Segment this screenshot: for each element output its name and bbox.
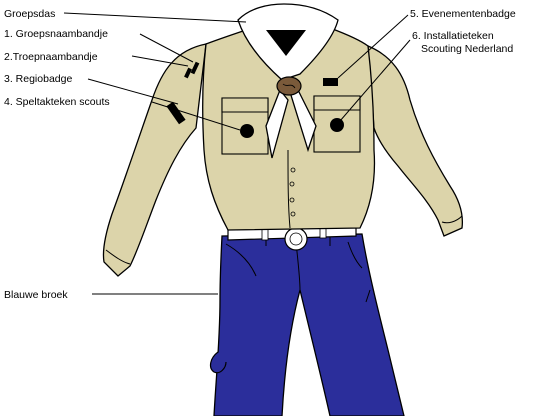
label-evenementenbadge: 5. Evenementenbadge — [410, 8, 516, 20]
label-troepnaambandje: 2.Troepnaambandje — [4, 51, 98, 63]
left-sleeve — [103, 44, 206, 276]
label-installatieteken-line1: 6. Installatieteken — [412, 30, 494, 42]
belt-buckle — [285, 228, 307, 250]
blue-trousers — [211, 234, 404, 416]
label-speltakteken: 4. Speltakteken scouts — [4, 96, 110, 108]
label-blauwe-broek: Blauwe broek — [4, 289, 68, 301]
label-installatieteken-line2: Scouting Nederland — [421, 43, 513, 55]
trousers-body — [214, 234, 404, 416]
installatieteken-dot — [330, 118, 344, 132]
label-groepsnaambandje: 1. Groepsnaambandje — [4, 28, 108, 40]
leader-groepsnaambandje — [140, 34, 193, 62]
evenementenbadge-badge — [323, 78, 338, 86]
right-pocket-flap — [314, 96, 360, 110]
left-pocket-flap — [222, 98, 268, 112]
regiobadge-dot — [240, 124, 254, 138]
scarf-woggle — [277, 77, 301, 95]
label-groepsdas: Groepsdas — [4, 8, 55, 20]
right-sleeve — [368, 46, 462, 236]
leader-groepsdas — [64, 13, 246, 22]
label-regiobadge: 3. Regiobadge — [4, 73, 72, 85]
